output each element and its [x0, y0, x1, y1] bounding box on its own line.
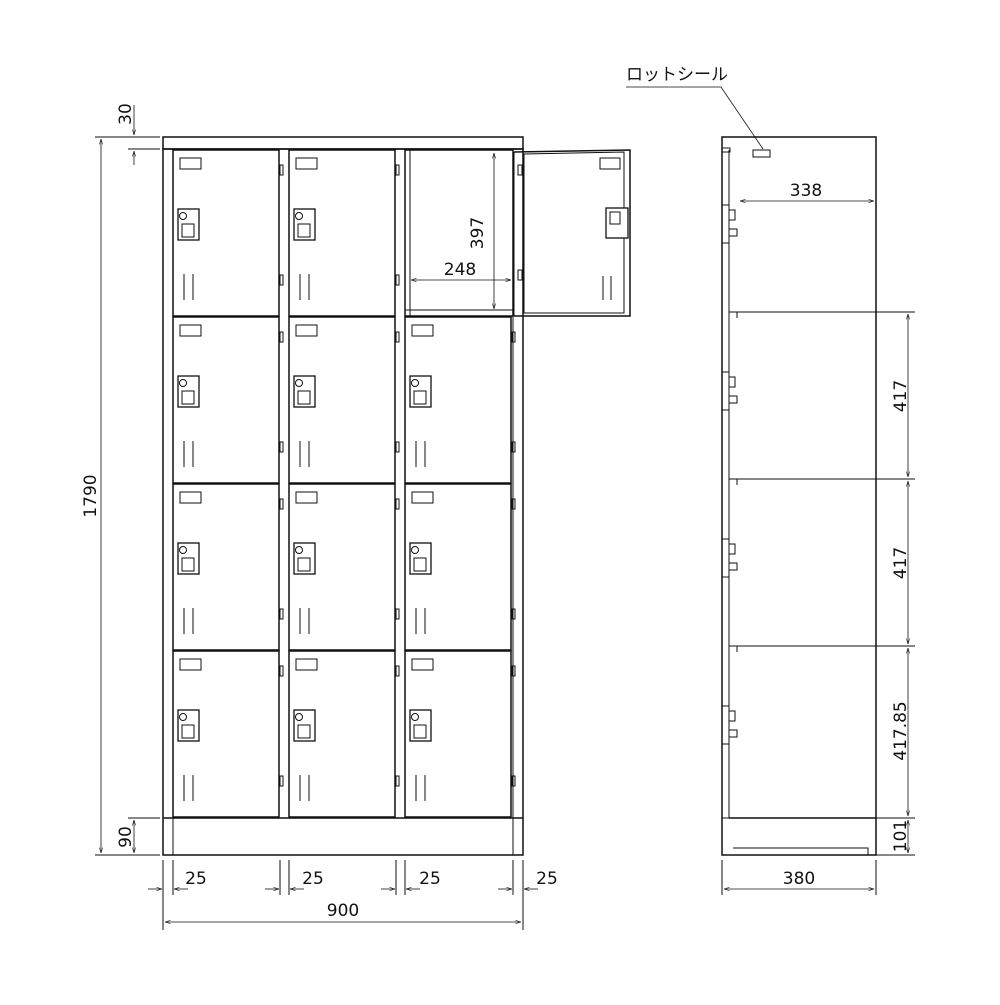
- hinge: [395, 331, 400, 343]
- handle-profile: [722, 204, 738, 244]
- locker-door[interactable]: [404, 316, 516, 484]
- hinge: [279, 441, 284, 453]
- hinge: [395, 498, 400, 510]
- hinge: [279, 164, 284, 176]
- lot-seal-icon: [752, 149, 771, 158]
- open-door: [513, 149, 631, 317]
- hinge: [395, 441, 400, 453]
- hinge: [511, 608, 516, 620]
- dim-row-3-text: 417.85: [891, 701, 911, 760]
- dim-gap-1-text: 25: [185, 869, 207, 889]
- dim-depth-inner-text: 338: [790, 181, 822, 201]
- dim-side-base-text: 101: [891, 820, 911, 852]
- hinge: [395, 164, 400, 176]
- hinge: [511, 775, 516, 787]
- dim-gap-2-text: 25: [302, 869, 324, 889]
- front-view: 397 248 1790 30 90: [81, 103, 631, 930]
- top-plate: [162, 136, 524, 150]
- locker-door[interactable]: [288, 483, 400, 651]
- hinge: [511, 441, 516, 453]
- locker-door[interactable]: [288, 316, 400, 484]
- hinge: [511, 331, 516, 343]
- hinge: [511, 665, 516, 677]
- handle-profile: [722, 371, 738, 411]
- locker-door[interactable]: [172, 483, 284, 651]
- keyhole-icon: [411, 713, 419, 721]
- dim-row-1-text: 417: [891, 380, 911, 412]
- locker-door[interactable]: [288, 149, 400, 317]
- hinge: [279, 274, 284, 286]
- hinge: [279, 331, 284, 343]
- dim-inner-height-text: 397: [468, 217, 488, 249]
- name-plate: [411, 658, 434, 671]
- keyhole-icon: [295, 379, 303, 387]
- hinge: [395, 608, 400, 620]
- name-plate: [179, 157, 202, 170]
- open-compartment: 397 248: [404, 149, 514, 317]
- seal-callout: ロットシール: [626, 65, 764, 150]
- locker-door[interactable]: [288, 650, 400, 818]
- locker-door[interactable]: [404, 650, 516, 818]
- dim-base-text: 90: [116, 826, 136, 848]
- keyhole-icon: [179, 212, 187, 220]
- dim-gap-4-text: 25: [536, 869, 558, 889]
- keyhole-icon: [411, 546, 419, 554]
- dim-gap-3-text: 25: [419, 869, 441, 889]
- dim-inner-width-text: 248: [444, 260, 476, 280]
- name-plate: [179, 491, 202, 504]
- name-plate: [295, 658, 318, 671]
- locker-door[interactable]: [172, 650, 284, 818]
- keyhole-icon: [295, 212, 303, 220]
- locker-door[interactable]: [172, 149, 284, 317]
- side-body: [721, 136, 877, 856]
- hinge: [511, 498, 516, 510]
- dim-total-width-text: 900: [327, 901, 359, 921]
- locker-door[interactable]: [172, 316, 284, 484]
- keyhole-icon: [411, 379, 419, 387]
- locker-door[interactable]: [404, 483, 516, 651]
- seal-label: ロットシール: [626, 65, 728, 85]
- hinge: [395, 274, 400, 286]
- hinge: [279, 608, 284, 620]
- keyhole-icon: [179, 379, 187, 387]
- name-plate: [411, 324, 434, 337]
- name-plate: [295, 157, 318, 170]
- keyhole-icon: [295, 713, 303, 721]
- cabinet-body: [162, 148, 524, 856]
- hinge: [395, 665, 400, 677]
- name-plate: [411, 491, 434, 504]
- hinge: [279, 665, 284, 677]
- keyhole-icon: [295, 546, 303, 554]
- hinge: [395, 775, 400, 787]
- keyhole-icon: [179, 713, 187, 721]
- dim-row-2-text: 417: [891, 547, 911, 579]
- dim-total-height-text: 1790: [81, 474, 101, 517]
- name-plate: [295, 491, 318, 504]
- handle-profile: [722, 538, 738, 578]
- name-plate: [179, 658, 202, 671]
- dim-total-depth-text: 380: [783, 869, 815, 889]
- name-plate: [179, 324, 202, 337]
- side-view: 338 417 417 417.85 101 380: [721, 136, 915, 895]
- hinge: [279, 775, 284, 787]
- keyhole-icon: [179, 546, 187, 554]
- dim-top-text: 30: [116, 103, 136, 125]
- hinge: [279, 498, 284, 510]
- handle-profile: [722, 705, 738, 745]
- name-plate: [295, 324, 318, 337]
